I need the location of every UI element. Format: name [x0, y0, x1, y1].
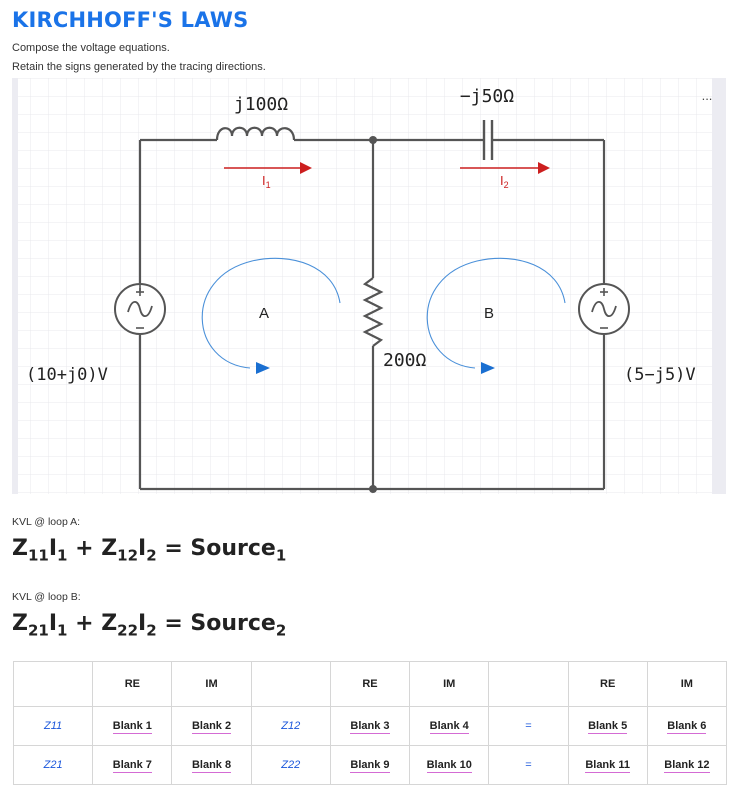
junction-bottom: [369, 485, 377, 493]
kvl-equation-b: Z21I1 + Z22I2 = Source2: [12, 611, 287, 640]
junction-top: [369, 136, 377, 144]
blank-2-input[interactable]: Blank 2: [191, 720, 232, 734]
table-row: Z21 Blank 7 Blank 8 Z22 Blank 9 Blank 10…: [12, 745, 728, 785]
blank-cell[interactable]: Blank 3: [329, 706, 411, 746]
blank-cell[interactable]: Blank 1: [92, 706, 173, 746]
blank-cell[interactable]: Blank 7: [92, 745, 173, 785]
page-title: KIRCHHOFF'S LAWS: [12, 8, 249, 32]
source-left-label: (10+j0)V: [26, 365, 108, 385]
current-arrow-1: [224, 162, 312, 174]
z12-label: Z12: [281, 720, 301, 732]
equals-sign: =: [525, 720, 532, 732]
blank-cell[interactable]: Blank 9: [329, 745, 411, 785]
equals-cell: =: [488, 706, 569, 746]
current-2-label: I2: [500, 173, 509, 190]
blank-9-input[interactable]: Blank 9: [350, 759, 390, 773]
resistor-symbol: [362, 277, 384, 347]
circuit-diagram: j100Ω −j50Ω 200Ω (10+j0)V (5−j5)V I1 I2 …: [12, 78, 726, 494]
blank-cell[interactable]: Blank 8: [171, 745, 252, 785]
equals-cell: =: [488, 745, 569, 785]
loop-b-arrow: [426, 257, 566, 374]
blank-11-input[interactable]: Blank 11: [585, 759, 630, 773]
table-header-cell: [488, 661, 569, 707]
current-arrow-2: [460, 162, 550, 174]
current-1-label: I1: [262, 173, 271, 190]
row-label-cell: Z11: [12, 706, 94, 746]
kvl-equation-a: Z11I1 + Z12I2 = Source1: [12, 536, 287, 565]
blank-6-input[interactable]: Blank 6: [667, 720, 707, 734]
blank-1-input[interactable]: Blank 1: [112, 720, 152, 734]
right-edge-shade: [712, 78, 726, 494]
voltage-source-right: [578, 283, 630, 335]
table-header-cell: IM: [646, 661, 728, 707]
blank-cell[interactable]: Blank 2: [171, 706, 252, 746]
loop-b-label: B: [484, 305, 494, 322]
menu-dots-icon[interactable]: ...: [702, 88, 713, 103]
table-header-cell: [250, 661, 331, 707]
inductor-label: j100Ω: [234, 94, 288, 115]
table-header-cell: RE: [92, 661, 173, 707]
equals-sign: =: [525, 759, 532, 771]
loop-a-label: A: [259, 305, 269, 322]
voltage-source-left: [114, 283, 166, 335]
blank-cell[interactable]: Blank 5: [567, 706, 648, 746]
z11-label: Z11: [44, 720, 63, 732]
answer-table: RE IM RE IM RE IM Z11 Blank 1 Blank 2 Z1…: [12, 661, 728, 785]
table-header-cell: RE: [567, 661, 648, 707]
row-label-cell: Z22: [250, 745, 331, 785]
resistor-label: 200Ω: [383, 350, 427, 371]
z21-label: Z21: [43, 759, 63, 771]
table-header-cell: IM: [409, 661, 490, 707]
row-label-cell: Z21: [12, 745, 94, 785]
capacitor-label: −j50Ω: [460, 86, 514, 107]
instruction-line-1: Compose the voltage equations.: [12, 42, 170, 54]
table-header-cell: IM: [171, 661, 252, 707]
blank-cell[interactable]: Blank 10: [409, 745, 490, 785]
z22-label: Z22: [281, 759, 301, 771]
loop-a-arrow: [201, 257, 341, 374]
row-label-cell: Z12: [250, 706, 331, 746]
instruction-line-2: Retain the signs generated by the tracin…: [12, 61, 266, 73]
blank-12-input[interactable]: Blank 12: [664, 759, 710, 773]
left-edge-shade: [12, 78, 18, 494]
kvl-loop-b-label: KVL @ loop B:: [12, 591, 81, 603]
table-header-row: RE IM RE IM RE IM: [12, 661, 728, 707]
blank-5-input[interactable]: Blank 5: [588, 720, 628, 734]
blank-cell[interactable]: Blank 6: [646, 706, 728, 746]
table-row: Z11 Blank 1 Blank 2 Z12 Blank 3 Blank 4 …: [12, 706, 728, 746]
table-header-cell: [12, 661, 94, 707]
blank-8-input[interactable]: Blank 8: [191, 759, 232, 773]
inductor-symbol: [215, 126, 296, 141]
blank-10-input[interactable]: Blank 10: [426, 759, 472, 773]
blank-cell[interactable]: Blank 4: [409, 706, 490, 746]
blank-7-input[interactable]: Blank 7: [112, 759, 152, 773]
source-right-label: (5−j5)V: [624, 365, 696, 385]
blank-cell[interactable]: Blank 12: [646, 745, 728, 785]
blank-3-input[interactable]: Blank 3: [350, 720, 390, 734]
table-header-cell: RE: [329, 661, 411, 707]
kvl-loop-a-label: KVL @ loop A:: [12, 516, 81, 528]
blank-cell[interactable]: Blank 11: [567, 745, 648, 785]
blank-4-input[interactable]: Blank 4: [429, 720, 469, 734]
capacitor-symbol: [482, 120, 494, 160]
